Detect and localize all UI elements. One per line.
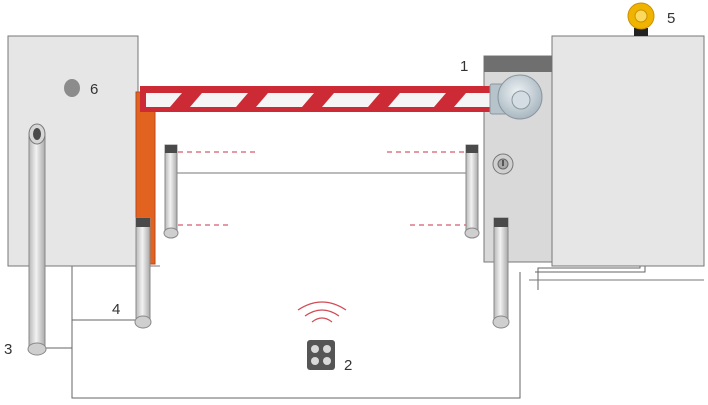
photocell-post-back-left — [163, 144, 179, 239]
callout-barrier: 1 — [460, 58, 468, 75]
photocell-post-front-right — [492, 217, 510, 329]
callout-post: 3 — [4, 341, 12, 358]
callout-remote: 2 — [344, 357, 352, 374]
flashing-light-icon — [627, 2, 655, 36]
photocell-beams — [178, 151, 468, 226]
photocell-post-front-left — [134, 217, 152, 329]
callout-key-selector: 6 — [90, 81, 98, 98]
right-wall — [551, 35, 705, 267]
remote-control-icon — [307, 340, 335, 370]
wall-key-selector-icon — [64, 79, 80, 97]
callout-flashing-light: 5 — [667, 10, 675, 27]
photocell-post-back-right — [464, 144, 480, 239]
barrier-boom — [140, 86, 496, 112]
barrier-motor — [489, 74, 543, 120]
key-selector-post — [27, 123, 47, 356]
cabinet-key-lock-icon — [492, 153, 514, 175]
left-wall — [7, 35, 139, 267]
boom-stripes — [170, 93, 466, 107]
callout-photocell-post: 4 — [112, 301, 120, 318]
remote-signal-icon — [297, 301, 347, 323]
